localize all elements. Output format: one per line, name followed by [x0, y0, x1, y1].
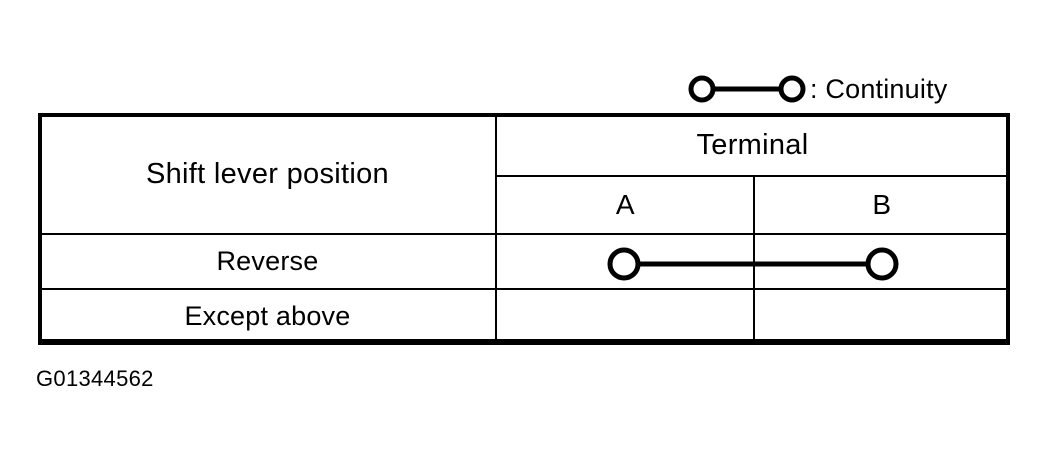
table-header-row-primary: Shift lever position Terminal — [38, 113, 1011, 235]
cell-position-reverse: Reverse — [38, 233, 497, 290]
continuity-legend-label: : Continuity — [810, 74, 948, 104]
header-terminal-b: B — [753, 175, 1010, 235]
continuity-symbol-icon — [686, 66, 806, 112]
header-terminal: Terminal — [494, 113, 1011, 177]
header-terminal-a: A — [494, 175, 756, 235]
figure-id-caption: G01344562 — [36, 366, 154, 391]
cell-position-except-above: Except above — [38, 288, 497, 345]
cell-except-above-terminal-b — [753, 288, 1010, 345]
table-header-row-secondary: A B — [39, 175, 1010, 235]
cell-reverse-terminal-a — [494, 233, 756, 290]
header-shift-lever-position: Shift lever position — [38, 113, 497, 235]
shift-lever-continuity-table: Shift lever position Terminal A B Revers… — [38, 113, 1011, 345]
cell-reverse-terminal-b — [753, 233, 1010, 290]
table-row: Except above — [38, 288, 1010, 345]
continuity-legend: : Continuity — [686, 66, 947, 112]
cell-except-above-terminal-a — [494, 288, 756, 345]
table-row: Reverse — [38, 233, 1010, 290]
